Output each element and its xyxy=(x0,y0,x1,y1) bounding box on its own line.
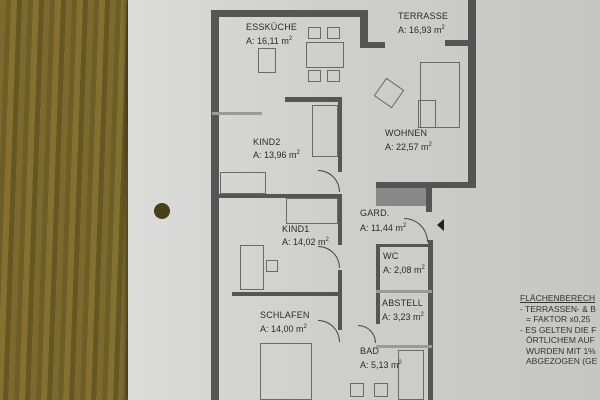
notes-line: ÖRTLICHEM AUF xyxy=(526,335,595,345)
notes-title: FLÄCHENBERECH xyxy=(520,293,596,303)
room-name: WOHNEN xyxy=(385,128,428,138)
room-name: BAD xyxy=(360,346,380,356)
room-area: A: 14,02 m2 xyxy=(282,237,329,247)
notes-line: WURDEN MIT 1% xyxy=(526,345,596,356)
room-area: A: 2,08 m2 xyxy=(383,265,425,275)
room-name: GARD. xyxy=(360,208,390,218)
room-name: TERRASSE xyxy=(398,11,449,21)
room-area: A: 14,00 m2 xyxy=(260,324,307,334)
wooden-table-background xyxy=(0,0,140,400)
room-name: KIND1 xyxy=(282,224,310,234)
room-area: A: 13,96 m2 xyxy=(253,150,300,160)
room-area: A: 16,93 m2 xyxy=(398,25,445,35)
room-area: A: 22,57 m2 xyxy=(385,142,432,152)
room-area: A: 11,44 m2 xyxy=(360,223,407,233)
notes-line: - TERRASSEN- & B xyxy=(520,303,596,314)
room-name: WC xyxy=(383,251,399,261)
room-name: SCHLAFEN xyxy=(260,310,310,320)
room-name: KIND2 xyxy=(253,137,281,147)
notes-line: ABGEZOGEN (GE xyxy=(526,356,598,366)
entrance-arrow-icon xyxy=(437,219,444,231)
room-area: A: 16,11 m2 xyxy=(246,36,293,46)
room-name: ESSKÜCHE xyxy=(246,22,298,32)
notes-line: - ES GELTEN DIE F xyxy=(520,324,597,335)
room-area: A: 5,13 m2 xyxy=(360,360,402,370)
area-calculation-notes: FLÄCHENBERECH - TERRASSEN- & B = FAKTOR … xyxy=(520,293,597,367)
room-area: A: 3,23 m2 xyxy=(382,312,424,322)
notes-line: = FAKTOR x0,25 xyxy=(526,314,591,324)
punch-hole xyxy=(154,203,170,219)
room-name: ABSTELL xyxy=(382,298,423,308)
